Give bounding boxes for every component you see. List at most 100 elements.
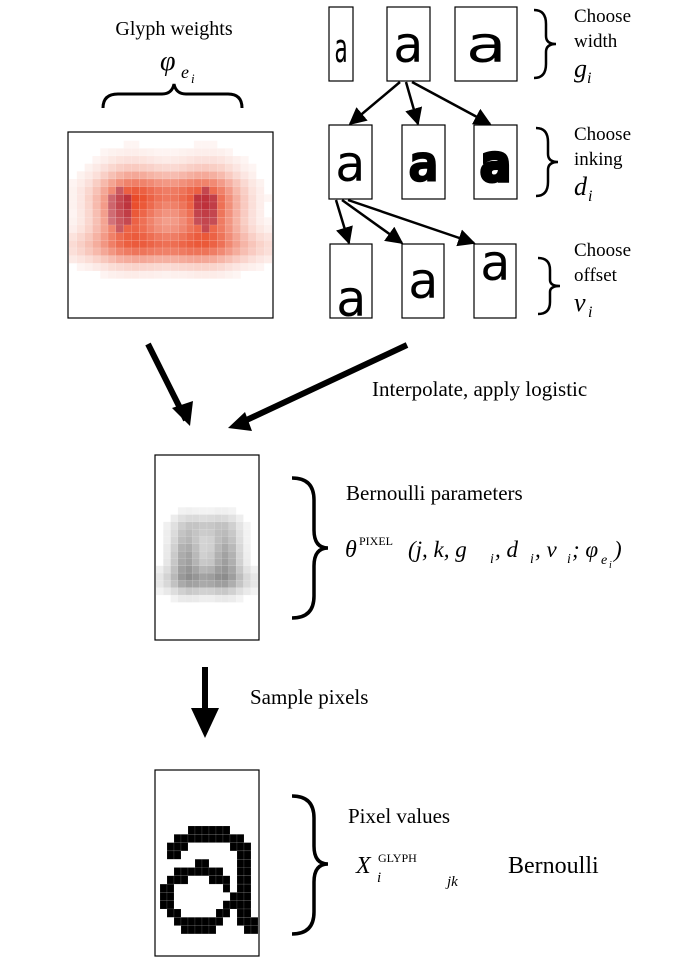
arrow-width-to-ink3 [411, 80, 492, 126]
gray-cell [221, 572, 230, 581]
heatmap-cell [123, 270, 132, 279]
pixel-cell [215, 834, 224, 843]
heatmap-cell [68, 232, 78, 241]
width-variable: g i [574, 54, 591, 87]
heatmap-cell [76, 255, 85, 264]
heatmap-cell [107, 155, 117, 164]
gray-cell [235, 543, 244, 552]
pixel-cell [229, 900, 238, 910]
heatmap-cell [217, 171, 226, 180]
pixel-cell [236, 875, 245, 885]
heatmap-cell [84, 186, 93, 195]
heatmap-cell [209, 171, 218, 180]
heatmap-cell [232, 263, 241, 272]
offset-choice-high: a [473, 234, 517, 319]
heatmap-cell [248, 194, 257, 203]
gray-cell [221, 543, 230, 552]
heatmap-cell [123, 186, 132, 195]
gray-cell [235, 558, 244, 566]
pixel-cell [187, 834, 196, 843]
heatmap-cell [209, 155, 218, 164]
heatmap-cell [84, 194, 93, 203]
heatmap-cell [224, 171, 234, 180]
pixel-cell [250, 925, 259, 935]
gray-cell [184, 507, 193, 515]
heatmap-cell [115, 224, 124, 233]
heatmap-cell [162, 148, 171, 157]
heatmap-cell [224, 240, 234, 249]
heatmap-cell [232, 240, 241, 249]
gray-cell [155, 580, 164, 588]
pixel-cell [208, 834, 217, 843]
svg-text:, d: , d [495, 537, 519, 562]
heatmap-cell [193, 263, 202, 272]
heatmap-cell [170, 270, 179, 279]
pixel-cell [180, 834, 189, 843]
pixel-cell [201, 825, 210, 835]
heatmap-cell [115, 201, 124, 210]
heatmap-cell [76, 217, 85, 226]
heatmap-cell [131, 178, 140, 187]
heatmap-cell [154, 217, 163, 226]
heatmap-cell [201, 163, 210, 172]
heatmap-cell [131, 201, 140, 210]
heatmap-cell [185, 155, 195, 164]
heatmap-cell [201, 140, 210, 149]
heatmap-cell [162, 163, 171, 172]
heatmap-cell [256, 194, 265, 203]
heatmap-cell [178, 155, 187, 164]
heatmap-cell [256, 247, 265, 256]
heatmap-cell [170, 171, 179, 180]
heatmap-cell [68, 209, 78, 218]
gray-cell [177, 507, 186, 515]
gray-cell [206, 543, 215, 552]
heatmap-cell [84, 232, 93, 241]
gray-cell [228, 529, 237, 537]
heatmap-cell [115, 178, 124, 187]
gray-cell [199, 514, 208, 523]
gray-cell [199, 550, 208, 559]
pixel-cell [173, 850, 182, 860]
offset-variable: v i [574, 288, 592, 321]
heatmap-cell [193, 255, 202, 264]
gray-cell [221, 550, 230, 559]
heatmap-cell [209, 240, 218, 249]
offset-brace [537, 256, 561, 316]
heatmap-cell [201, 240, 210, 249]
pixel-cell [222, 834, 231, 843]
pixel-cell [236, 900, 245, 910]
gray-cell [243, 572, 251, 581]
pixel-cell [180, 925, 189, 935]
heatmap-cell [92, 209, 101, 218]
heatmap-cell [92, 171, 101, 180]
heatmap-cell [84, 217, 93, 226]
heatmap-cell [240, 186, 249, 195]
heatmap-cell [232, 163, 241, 172]
svg-text:): ) [612, 537, 622, 562]
heatmap-cell [115, 247, 124, 256]
pixel-cell [243, 900, 252, 910]
pixel-cell [243, 842, 252, 852]
gray-cell [214, 565, 222, 574]
pixel-cell [236, 834, 245, 843]
heatmap-cell [240, 224, 249, 233]
gray-cell [243, 580, 251, 588]
heatmap-cell [123, 217, 132, 226]
heatmap-cell [217, 217, 226, 226]
heatmap-cell [146, 217, 156, 226]
heatmap-cell [248, 178, 257, 187]
inking-brace [535, 126, 559, 198]
heatmap-cell [107, 247, 117, 256]
bernoulli-params-label: Bernoulli parameters [346, 481, 523, 505]
heatmap-cell [178, 186, 187, 195]
heatmap-cell [170, 201, 179, 210]
heatmap-cell [100, 209, 109, 218]
gray-cell [221, 587, 230, 596]
heatmap-cell [68, 247, 78, 256]
gray-cell [155, 587, 164, 596]
heatmap-cell [92, 263, 101, 272]
gray-cell [177, 529, 186, 537]
heatmap-cell [232, 217, 241, 226]
heatmap-cell [139, 263, 148, 272]
svg-text:PIXEL: PIXEL [359, 534, 393, 548]
